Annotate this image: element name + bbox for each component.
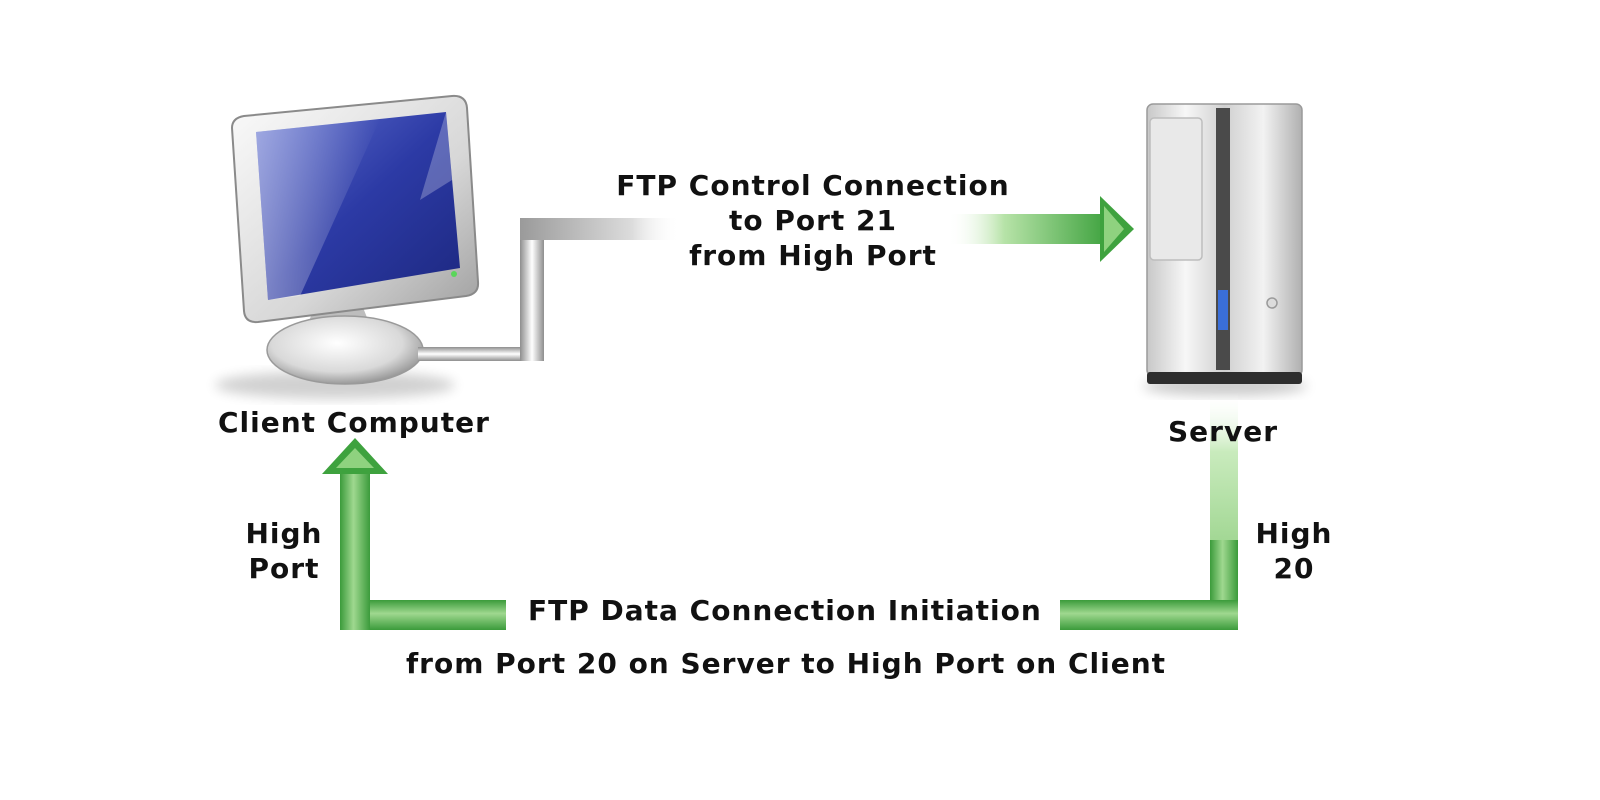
control-connection-line2: to Port 21 xyxy=(728,204,898,237)
control-connection-line1: FTP Control Connection xyxy=(616,169,1010,202)
server-port-line2: 20 xyxy=(1273,552,1315,585)
data-connection-arrow xyxy=(322,392,1238,630)
server-port-label: High 20 xyxy=(1246,516,1342,586)
server-label: Server xyxy=(1168,415,1279,448)
server-port-line1: High xyxy=(1255,517,1333,550)
control-connection-label: FTP Control Connection to Port 21 from H… xyxy=(608,168,1018,273)
client-high-port-line2: Port xyxy=(248,552,320,585)
client-high-port-label: High Port xyxy=(236,516,332,586)
client-high-port-line1: High xyxy=(245,517,323,550)
control-connection-arrow xyxy=(948,196,1134,262)
desktop-computer-icon xyxy=(215,94,480,399)
data-connection-label: FTP Data Connection Initiation xyxy=(528,594,1042,627)
control-connection-line3: from High Port xyxy=(689,239,937,272)
tower-server-icon xyxy=(1143,103,1307,396)
client-computer-label: Client Computer xyxy=(218,406,490,439)
client-connection-pipe xyxy=(418,218,680,361)
data-connection-subtitle: from Port 20 on Server to High Port on C… xyxy=(406,647,1167,680)
